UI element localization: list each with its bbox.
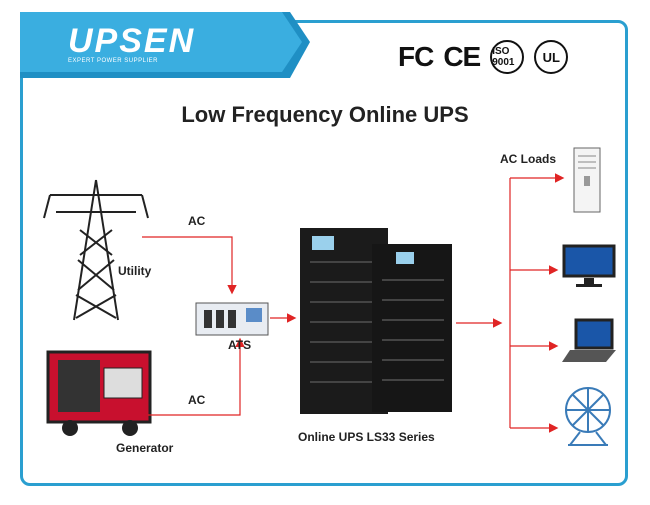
generator-icon bbox=[46, 350, 152, 436]
brand-logo: UPSEN bbox=[68, 22, 196, 60]
ats-switch-icon bbox=[195, 302, 269, 336]
brand-tagline: EXPERT POWER SUPPLIER bbox=[68, 58, 158, 64]
laptop-icon bbox=[562, 318, 616, 362]
certification-marks: FC CE ISO 9001 UL bbox=[398, 40, 569, 74]
brand-banner bbox=[20, 12, 310, 78]
label-utility: Utility bbox=[118, 264, 152, 278]
flow-arrows bbox=[142, 173, 565, 433]
arrow-generator-to-ats bbox=[148, 337, 245, 416]
label-ac-generator: AC bbox=[188, 393, 206, 407]
monitor-icon bbox=[562, 244, 616, 287]
fan-icon bbox=[565, 387, 611, 446]
label-ac-utility: AC bbox=[188, 214, 206, 228]
diagram-title: Low Frequency Online UPS bbox=[181, 102, 469, 127]
air-conditioner-icon bbox=[573, 147, 601, 213]
ups-cabinet-small-icon bbox=[372, 244, 452, 412]
fcc-mark: FC bbox=[398, 41, 434, 72]
label-ac-loads: AC Loads bbox=[500, 152, 557, 166]
arrow-utility-to-ats bbox=[142, 236, 237, 295]
ul-mark: UL bbox=[534, 40, 569, 74]
ce-mark: CE bbox=[443, 41, 481, 72]
label-generator: Generator bbox=[116, 441, 174, 455]
label-ups-series: Online UPS LS33 Series bbox=[298, 430, 435, 444]
transmission-tower-icon bbox=[43, 179, 149, 321]
iso-9001-seal: ISO 9001 bbox=[490, 40, 525, 74]
label-ats: ATS bbox=[228, 338, 252, 352]
